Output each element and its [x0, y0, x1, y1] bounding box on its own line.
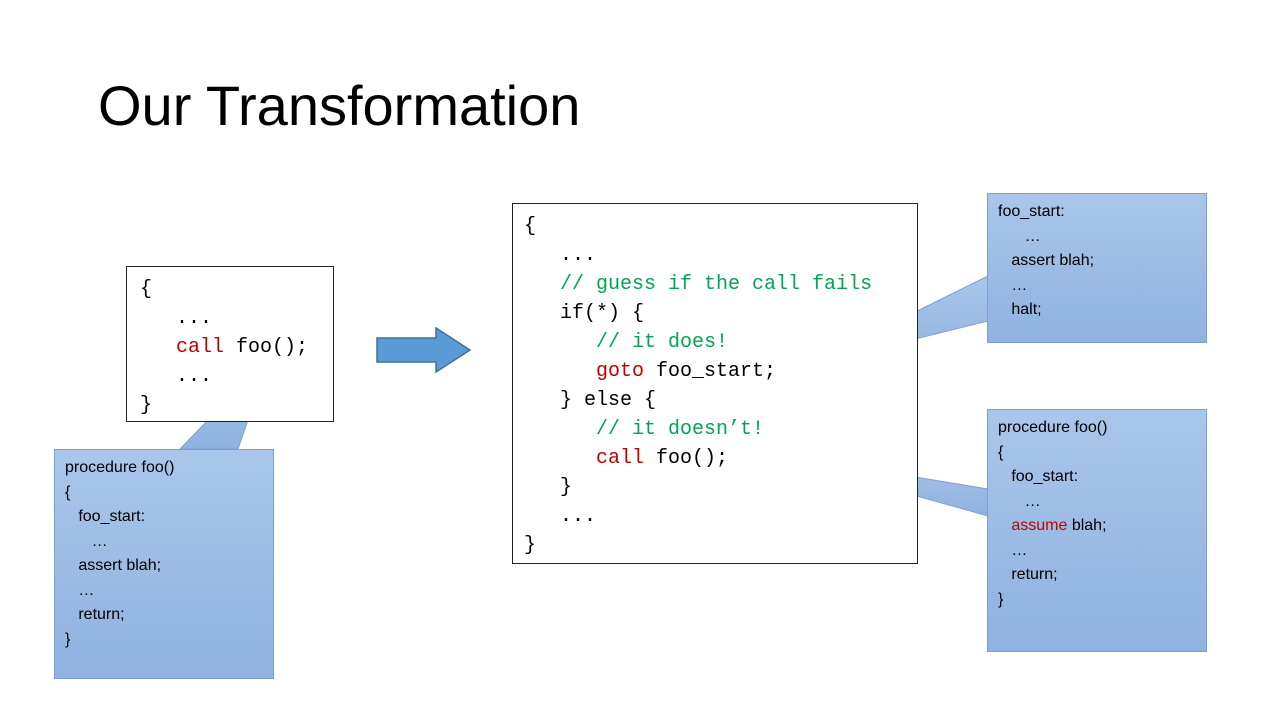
- code-text: [998, 517, 1011, 534]
- code-line: call foo();: [140, 333, 333, 362]
- callout-line: …: [998, 225, 1196, 250]
- code-text: foo_start:: [998, 203, 1065, 220]
- code-text: foo_start:: [998, 468, 1079, 485]
- code-text: assert blah;: [65, 557, 162, 574]
- callout-line: assert blah;: [65, 554, 263, 579]
- code-text: [524, 273, 560, 296]
- code-line: {: [140, 275, 333, 304]
- callout-line: {: [998, 441, 1196, 466]
- code-text: …: [65, 581, 95, 599]
- callout-line: foo_start:: [65, 505, 263, 530]
- code-line: goto foo_start;: [524, 357, 917, 386]
- slide-title: Our Transformation: [98, 74, 581, 137]
- code-text: assert blah;: [998, 252, 1095, 269]
- code-text: [524, 447, 596, 470]
- code-line: // it doesn’t!: [524, 415, 917, 444]
- code-line: // it does!: [524, 328, 917, 357]
- callout-line: …: [998, 539, 1196, 564]
- callout-line: {: [65, 481, 263, 506]
- callout-line: foo_start:: [998, 465, 1196, 490]
- transformed-code-box: { ... // guess if the call fails if(*) {…: [512, 203, 918, 564]
- callout-line: assert blah;: [998, 249, 1196, 274]
- callout-line: …: [65, 530, 263, 555]
- code-text: ...: [140, 307, 213, 330]
- code-comment: // it doesn’t!: [596, 418, 765, 441]
- code-line: if(*) {: [524, 299, 917, 328]
- code-text: ...: [524, 505, 597, 528]
- code-text: {: [65, 483, 71, 501]
- code-text: …: [998, 227, 1041, 245]
- code-text: …: [998, 492, 1041, 510]
- code-text: …: [998, 541, 1028, 559]
- code-line: ...: [524, 502, 917, 531]
- code-line: ...: [524, 241, 917, 270]
- callout-line: …: [65, 579, 263, 604]
- code-text: blah;: [1067, 517, 1107, 534]
- code-text: }: [998, 590, 1004, 608]
- code-text: }: [65, 630, 71, 648]
- callout-line: }: [998, 588, 1196, 613]
- code-comment: // guess if the call fails: [560, 273, 873, 296]
- code-text: …: [998, 276, 1028, 294]
- code-text: ...: [524, 244, 597, 267]
- code-keyword: call: [176, 336, 225, 359]
- code-text: [140, 336, 176, 359]
- code-text: ...: [140, 365, 213, 388]
- code-keyword: assume: [1011, 517, 1068, 534]
- code-text: {: [140, 278, 153, 301]
- code-line: }: [140, 391, 333, 420]
- code-text: foo();: [644, 447, 729, 470]
- code-line: ...: [140, 304, 333, 333]
- code-comment: // it does!: [596, 331, 729, 354]
- code-text: }: [524, 476, 573, 499]
- code-text: procedure foo(): [65, 459, 175, 476]
- code-text: halt;: [998, 301, 1042, 318]
- code-text: {: [998, 443, 1004, 461]
- callout-line: …: [998, 490, 1196, 515]
- code-text: return;: [65, 606, 125, 623]
- code-keyword: call: [596, 447, 645, 470]
- code-text: foo_start;: [644, 360, 777, 383]
- callout-line: procedure foo(): [65, 456, 263, 481]
- original-code-box: { ... call foo(); ...}: [126, 266, 334, 422]
- code-text: } else {: [524, 389, 657, 412]
- code-text: [524, 418, 596, 441]
- code-line: // guess if the call fails: [524, 270, 917, 299]
- code-text: return;: [998, 566, 1058, 583]
- code-text: }: [524, 534, 537, 557]
- code-keyword: goto: [596, 360, 645, 383]
- right-arrow-icon: [376, 327, 472, 373]
- code-line: }: [524, 531, 917, 560]
- code-text: …: [65, 532, 108, 550]
- code-text: [524, 331, 596, 354]
- code-text: if(*) {: [524, 302, 645, 325]
- callout-line: …: [998, 274, 1196, 299]
- code-text: {: [524, 215, 537, 238]
- code-line: {: [524, 212, 917, 241]
- code-line: call foo();: [524, 444, 917, 473]
- callout-line: assume blah;: [998, 514, 1196, 539]
- callout-line: return;: [65, 603, 263, 628]
- code-line: ...: [140, 362, 333, 391]
- callout-line: procedure foo(): [998, 416, 1196, 441]
- code-text: procedure foo(): [998, 419, 1108, 436]
- callout-procedure-foo-assume: procedure foo() { foo_start: … assume bla…: [987, 409, 1207, 652]
- callout-foo-start-halt: foo_start: … assert blah; … halt;: [987, 193, 1207, 343]
- callout-line: foo_start:: [998, 200, 1196, 225]
- callout-line: halt;: [998, 298, 1196, 323]
- callout-line: }: [65, 628, 263, 653]
- code-text: [524, 360, 596, 383]
- code-line: } else {: [524, 386, 917, 415]
- code-text: foo_start:: [65, 508, 146, 525]
- code-text: }: [140, 394, 153, 417]
- code-text: foo();: [224, 336, 309, 359]
- code-line: }: [524, 473, 917, 502]
- callout-line: return;: [998, 563, 1196, 588]
- callout-procedure-foo-original: procedure foo() { foo_start: … assert bla…: [54, 449, 274, 679]
